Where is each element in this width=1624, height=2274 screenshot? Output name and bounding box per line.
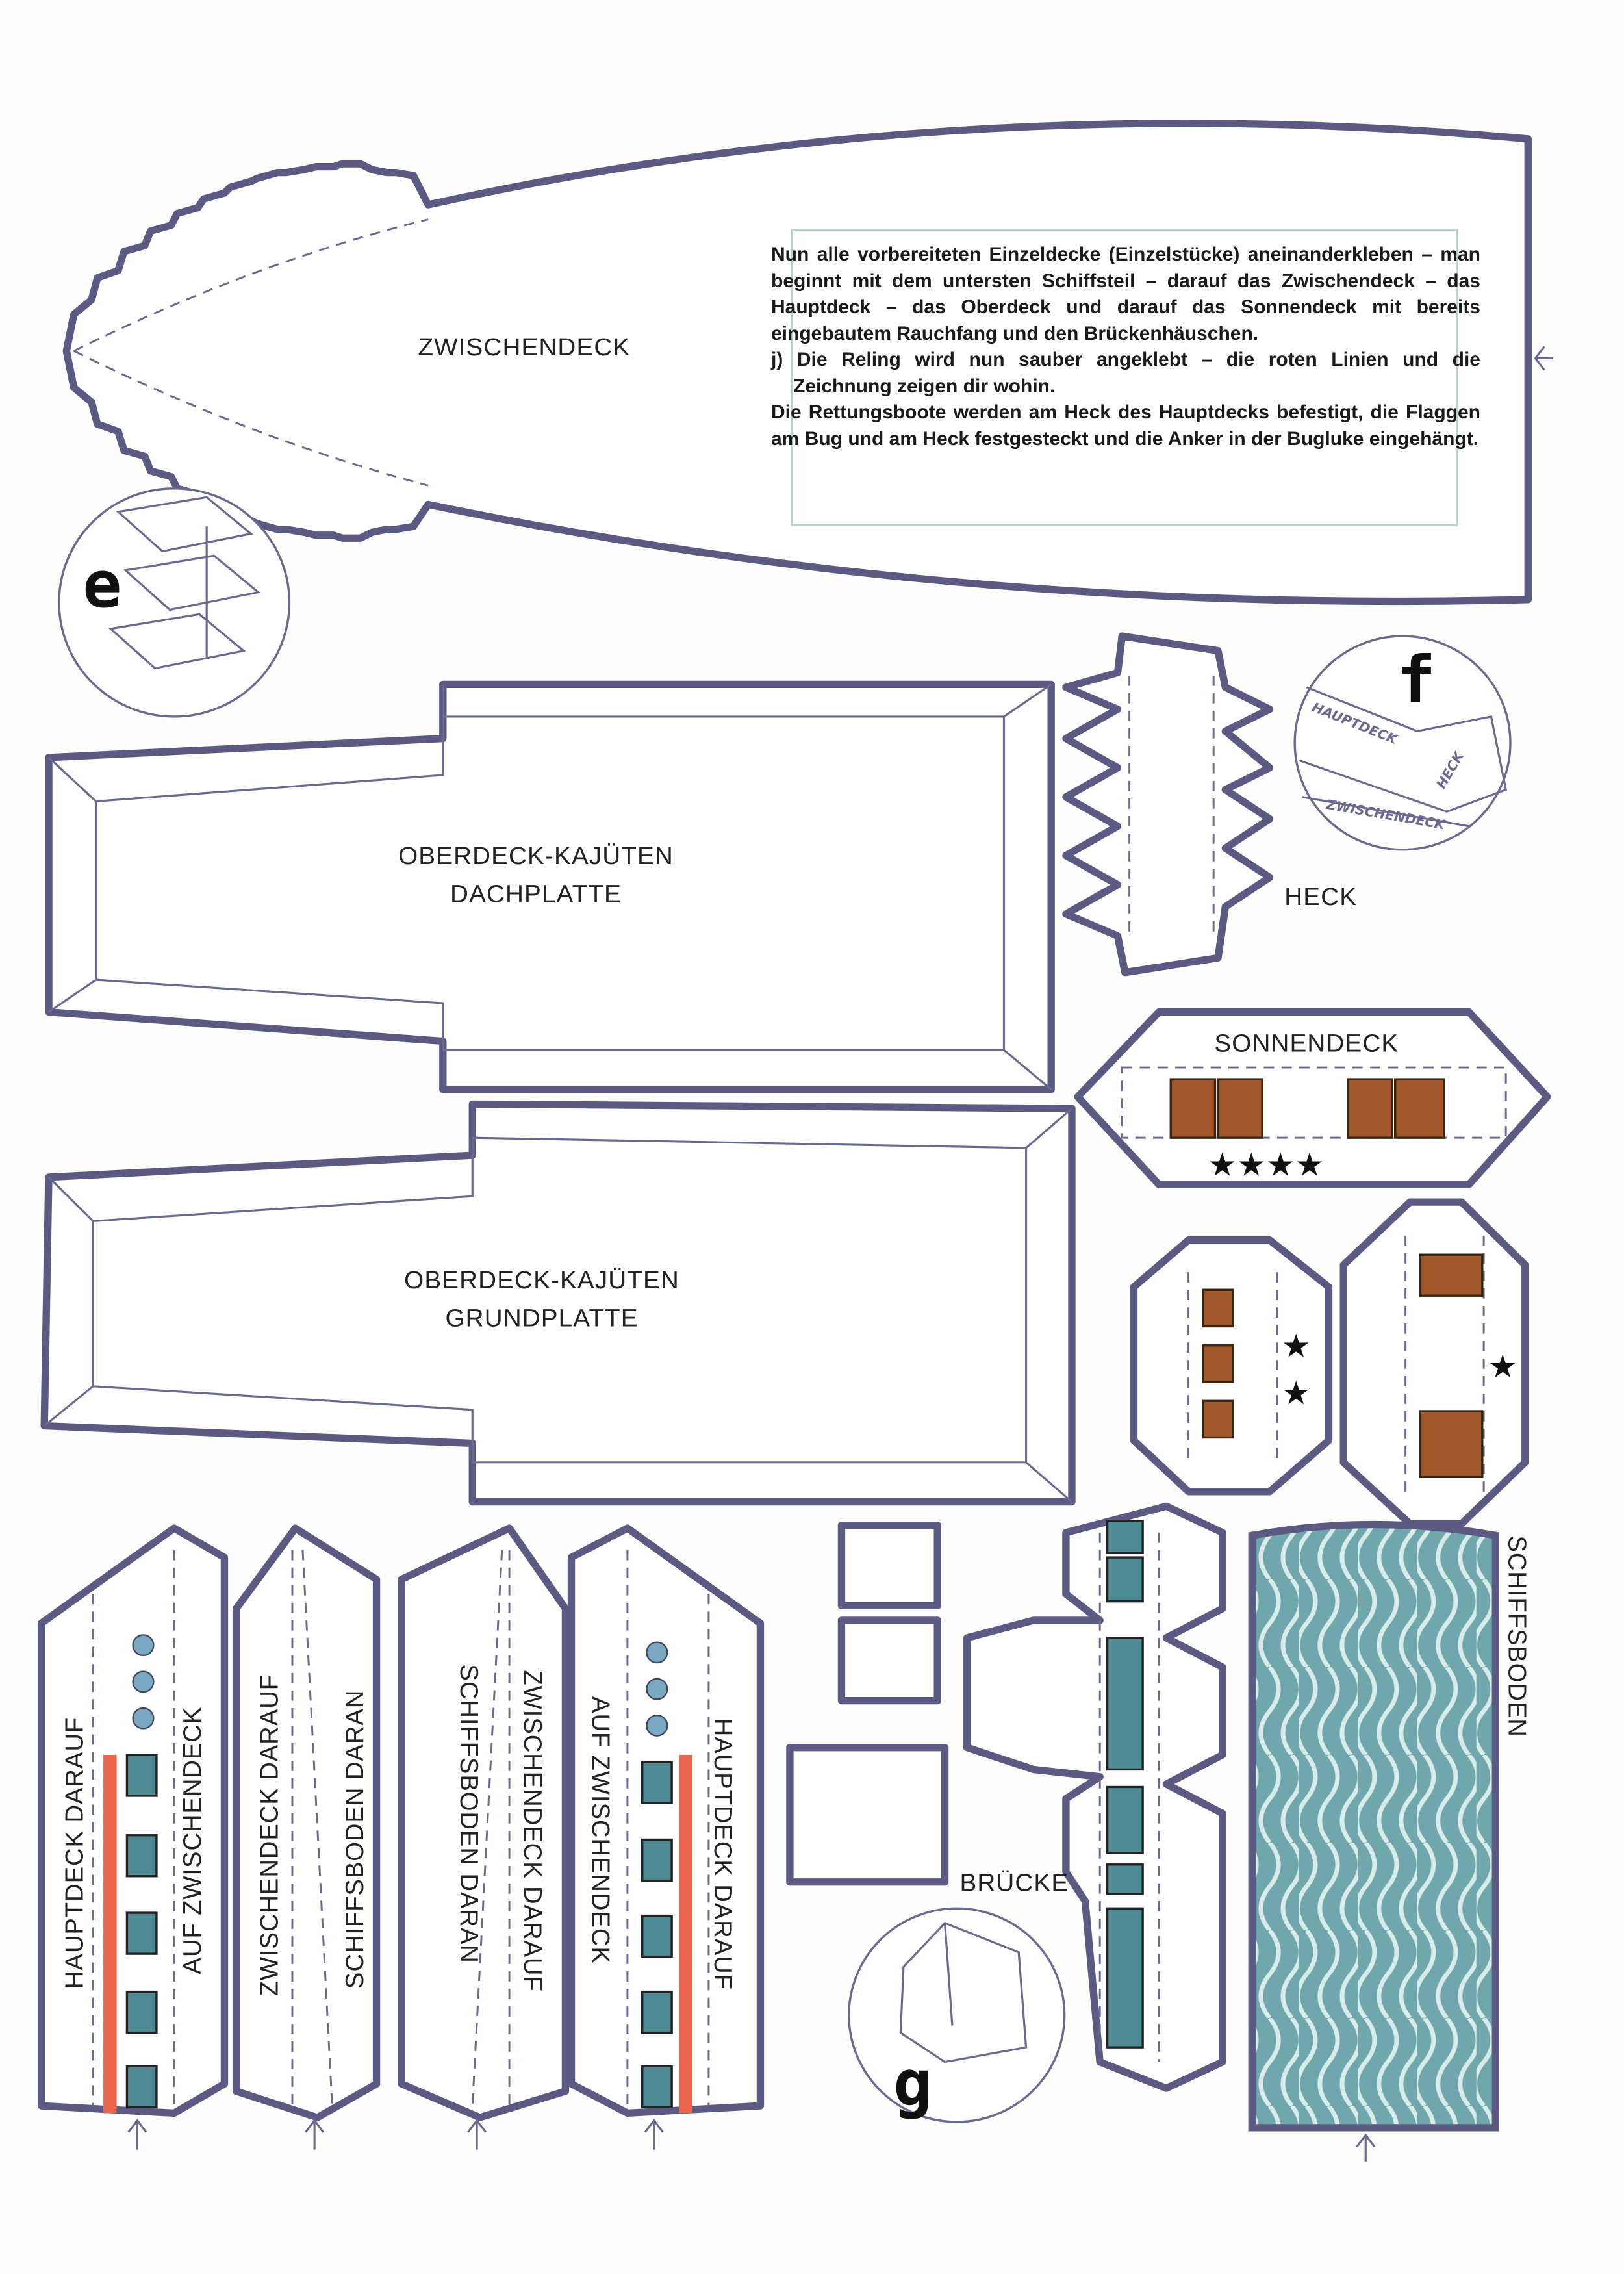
grundplatte-label-1: OBERDECK-KAJÜTEN <box>404 1266 679 1294</box>
heck-label: HECK <box>1284 883 1357 911</box>
side-strip-hauptdeck-left: HAUPTDECK DARAUF AUF ZWISCHENDECK <box>37 1524 229 2150</box>
bridge-house-large: ★ <box>1339 1198 1529 1527</box>
strip-label: ZWISCHENDECK DARAUF <box>255 1674 283 1996</box>
strip-label: AUF ZWISCHENDECK <box>179 1707 207 1974</box>
strip-label: SCHIFFSBODEN DARAN <box>455 1664 483 1963</box>
small-square-part <box>837 1616 941 1705</box>
bruecke-part: BRÜCKE <box>959 1502 1226 2092</box>
grundplatte-label-2: GRUNDPLATTE <box>445 1305 638 1333</box>
side-strip-zwischendeck-left: ZWISCHENDECK DARAUF SCHIFFSBODEN DARAN <box>232 1524 381 2150</box>
bridge-house-small: ★ ★ <box>1130 1236 1333 1496</box>
dachplatte-label-2: DACHPLATTE <box>450 880 622 908</box>
oberdeck-dachplatte-part: OBERDECK-KAJÜTEN DACHPLATTE <box>45 680 1055 1093</box>
step-e-illustration: e <box>58 487 291 718</box>
star-icon: ★ <box>1488 1349 1517 1385</box>
sonnendeck-part: ★★★★ SONNENDECK <box>1074 1008 1551 1188</box>
strip-label: AUF ZWISCHENDECK <box>586 1696 614 1964</box>
step-e-letter: e <box>82 548 121 622</box>
small-square-part <box>786 1744 949 1886</box>
zwischendeck-label: ZWISCHENDECK <box>418 333 630 361</box>
strip-label: SCHIFFSBODEN DARAN <box>341 1690 369 1989</box>
step-f-letter: f <box>1397 643 1436 717</box>
sonnendeck-label: SONNENDECK <box>1214 1029 1399 1057</box>
heck-part: HECK <box>1062 632 1357 977</box>
step-g-illustration: g <box>848 1907 1066 2123</box>
step-g-letter: g <box>893 2047 932 2121</box>
strip-label: HAUPTDECK DARAUF <box>709 1718 737 1990</box>
oberdeck-grundplatte-part: OBERDECK-KAJÜTEN GRUNDPLATTE <box>40 1100 1076 1506</box>
schiffsboden-part: SCHIFFSBODEN <box>1248 1520 1531 2162</box>
star-icon: ★★★★ <box>1208 1147 1324 1183</box>
star-icon: ★ <box>1282 1375 1311 1411</box>
bruecke-label: BRÜCKE <box>959 1869 1069 1897</box>
step-f-illustration: HAUPTDECK HECK ZWISCHENDECK f <box>1293 635 1512 851</box>
instructions-paragraph-2: j) Die Reling wird nun sauber angeklebt … <box>771 349 1480 397</box>
dachplatte-label-1: OBERDECK-KAJÜTEN <box>398 842 674 870</box>
instructions-paragraph-1: Nun alle vorbereiteten Einzeldecke (Einz… <box>771 244 1480 344</box>
strip-label: ZWISCHENDECK DARAUF <box>518 1670 546 1991</box>
instructions-frame <box>791 229 1458 526</box>
small-square-part <box>837 1521 941 1610</box>
schiffsboden-label: SCHIFFSBODEN <box>1503 1535 1531 1737</box>
instructions-text: Nun alle vorbereiteten Einzeldecke (Einz… <box>771 242 1480 452</box>
star-icon: ★ <box>1282 1329 1311 1364</box>
side-strip-zwischendeck-right: SCHIFFSBODEN DARAN ZWISCHENDECK DARAUF <box>398 1524 570 2150</box>
zwischendeck-part: ZWISCHENDECK <box>62 120 1553 606</box>
instructions-paragraph-3: Die Rettungsboote werden am Heck des Hau… <box>771 402 1480 450</box>
side-strip-hauptdeck-right: AUF ZWISCHENDECK HAUPTDECK DARAUF <box>567 1524 765 2150</box>
strip-label: HAUPTDECK DARAUF <box>60 1717 88 1989</box>
